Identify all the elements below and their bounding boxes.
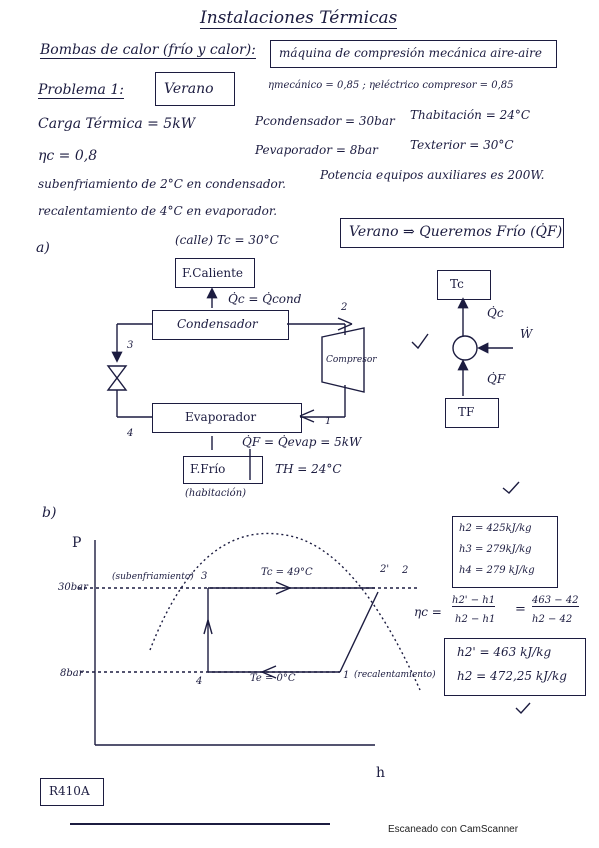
eta-rhs-numerator: 463 − 42	[532, 595, 579, 607]
enthalpy-h2: h2 = 425kJ/kg	[459, 523, 532, 534]
condenser-pressure: Pcondensador = 30bar	[255, 114, 395, 128]
part-b-label: b)	[42, 505, 57, 521]
cold-source-label: F.Frío	[190, 462, 226, 476]
result-h2: h2 = 472,25 kJ/kg	[457, 669, 567, 683]
season-box: Verano	[155, 72, 235, 106]
machine-type-label: máquina de compresión mecánica aire-aire	[279, 46, 543, 60]
check-mark	[411, 333, 429, 350]
eta-lhs: ηc =	[414, 605, 442, 619]
state-point-3: 3	[127, 340, 134, 351]
cold-source-box: F.Frío	[183, 456, 263, 484]
room-label: (habitación)	[185, 488, 247, 499]
subcooling-text: subenfriamiento de 2°C en condensador.	[38, 177, 286, 191]
enthalpy-box: h2 = 425kJ/kg h3 = 279kJ/kg h4 = 279 kJ/…	[452, 516, 558, 588]
check-mark	[515, 702, 531, 715]
evaporator-pressure: Pevaporador = 8bar	[255, 143, 378, 157]
superheat-text: recalentamiento de 4°C en evaporador.	[38, 204, 278, 218]
ph-point-1: 1	[343, 670, 350, 681]
street-temperature: (calle) Tc = 30°C	[175, 233, 279, 247]
problem-label: Problema 1:	[38, 82, 124, 99]
part-a-label: a)	[36, 240, 50, 256]
work-symbol: Ẇ	[520, 327, 533, 341]
compressor-shape	[321, 327, 365, 393]
ph-point-4: 4	[196, 676, 203, 687]
room-temp-label: TH = 24°C	[275, 462, 342, 476]
condensing-temp: Tc = 49°C	[261, 567, 313, 578]
qf-equation: Q̇F = Q̇evap = 5kW	[242, 435, 362, 449]
check-mark	[502, 481, 520, 494]
p-axis-label: P	[72, 535, 82, 551]
subcooling-note: (subenfriamiento)	[112, 572, 194, 582]
condenser-label: Condensador	[177, 317, 258, 331]
ph-point-3: 3	[201, 571, 208, 582]
compressor-label: Compresor	[326, 355, 377, 365]
qc-equation: Q̇c = Q̇cond	[228, 292, 302, 306]
qf-symbol: Q̇F	[487, 372, 506, 386]
tf-reservoir: TF	[445, 398, 499, 428]
cooling-goal-box: Verano ⇒ Queremos Frío (Q̇F)	[340, 218, 564, 248]
evaporator-label: Evaporador	[185, 410, 257, 424]
result-box: h2' = 463 kJ/kg h2 = 472,25 kJ/kg	[444, 638, 586, 696]
thermal-load: Carga Térmica = 5kW	[38, 116, 196, 132]
compressor-efficiency: ηc = 0,8	[38, 148, 98, 164]
season-label: Verano	[164, 81, 214, 97]
state-point-2: 2	[341, 302, 348, 313]
room-temperature: Thabitación = 24°C	[410, 108, 531, 122]
high-pressure-label: 30bar	[58, 582, 88, 593]
refrigerant-label: R410A	[49, 784, 90, 798]
saturation-dome	[149, 532, 421, 691]
expansion-valve-shape	[106, 365, 128, 391]
superheat-note: (recalentamiento)	[354, 670, 436, 680]
section-heat-pumps: Bombas de calor (frío y calor):	[40, 42, 256, 59]
low-pressure-label: 8bar	[60, 668, 84, 679]
scanner-footer: Escaneado con CamScanner	[388, 824, 519, 835]
machine-type-box: máquina de compresión mecánica aire-aire	[270, 40, 557, 68]
eta-denominator: h2 − h1	[455, 614, 496, 625]
eta-rhs-denominator: h2 − 42	[532, 614, 573, 625]
result-h2prime: h2' = 463 kJ/kg	[457, 645, 552, 659]
ph-point-2: 2	[402, 565, 409, 576]
qc-symbol: Q̇c	[487, 306, 504, 320]
tc-reservoir-label: Tc	[450, 277, 464, 291]
page-title: Instalaciones Térmicas	[200, 8, 398, 29]
enthalpy-h4: h4 = 279 kJ/kg	[459, 565, 535, 576]
auxiliary-power: Potencia equipos auxiliares es 200W.	[320, 168, 545, 182]
evaporating-temp: Te = 0°C	[250, 673, 296, 684]
evaporator-box: Evaporador	[152, 403, 302, 433]
state-point-1: 1	[325, 416, 332, 427]
eta-equals: =	[515, 602, 526, 617]
exterior-temperature: Texterior = 30°C	[410, 138, 514, 152]
heat-pump-circle	[452, 335, 478, 361]
hot-source-label: F.Caliente	[182, 266, 244, 280]
h-axis-label: h	[376, 765, 386, 781]
ph-point-2prime: 2'	[380, 564, 390, 575]
state-point-4: 4	[127, 428, 134, 439]
enthalpy-h3: h3 = 279kJ/kg	[459, 544, 532, 555]
refrigerant-box: R410A	[40, 778, 104, 806]
eta-numerator: h2' − h1	[452, 595, 496, 607]
efficiencies-text: ηmecánico = 0,85 ; ηeléctrico compresor …	[268, 80, 514, 91]
tf-reservoir-label: TF	[458, 405, 475, 419]
condenser-box: Condensador	[152, 310, 289, 340]
cooling-goal-text: Verano ⇒ Queremos Frío (Q̇F)	[349, 224, 563, 240]
